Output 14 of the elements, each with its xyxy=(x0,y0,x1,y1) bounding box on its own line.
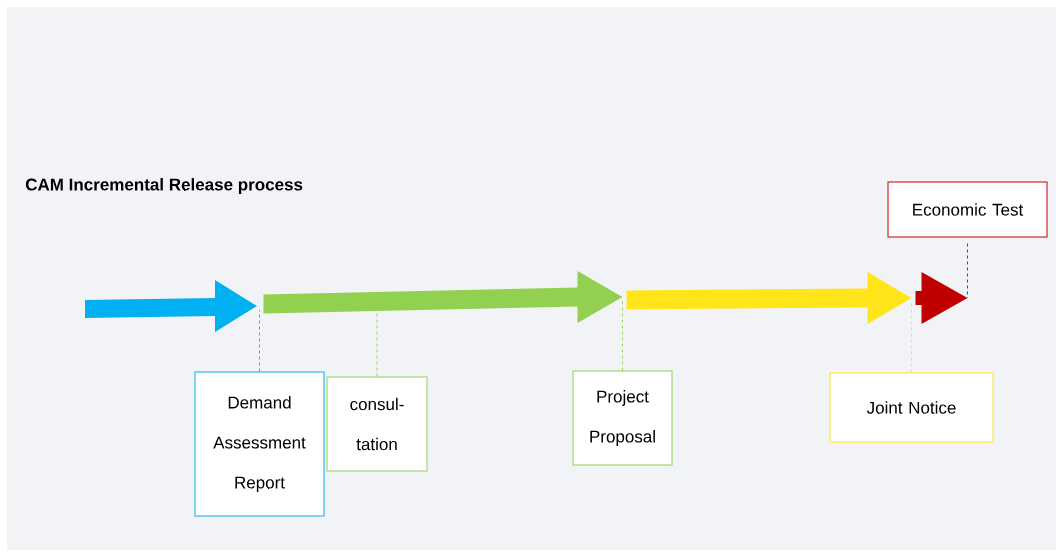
leader-line xyxy=(259,309,260,372)
leader-line xyxy=(376,311,378,377)
text-box: Economic Test xyxy=(887,181,1048,238)
text-box: Demand Assessment Report xyxy=(194,371,325,517)
block-arrow xyxy=(626,272,912,324)
text-box: consul-tation xyxy=(326,376,428,472)
text-box: Joint Notice xyxy=(829,372,994,443)
leader-line xyxy=(911,299,912,373)
leader-line xyxy=(967,243,968,299)
title: CAM Incremental Release process xyxy=(25,178,303,194)
block-arrow xyxy=(263,271,623,323)
block-arrow xyxy=(915,272,968,324)
leader-line xyxy=(622,299,623,371)
text-box: Project Proposal xyxy=(572,370,673,466)
